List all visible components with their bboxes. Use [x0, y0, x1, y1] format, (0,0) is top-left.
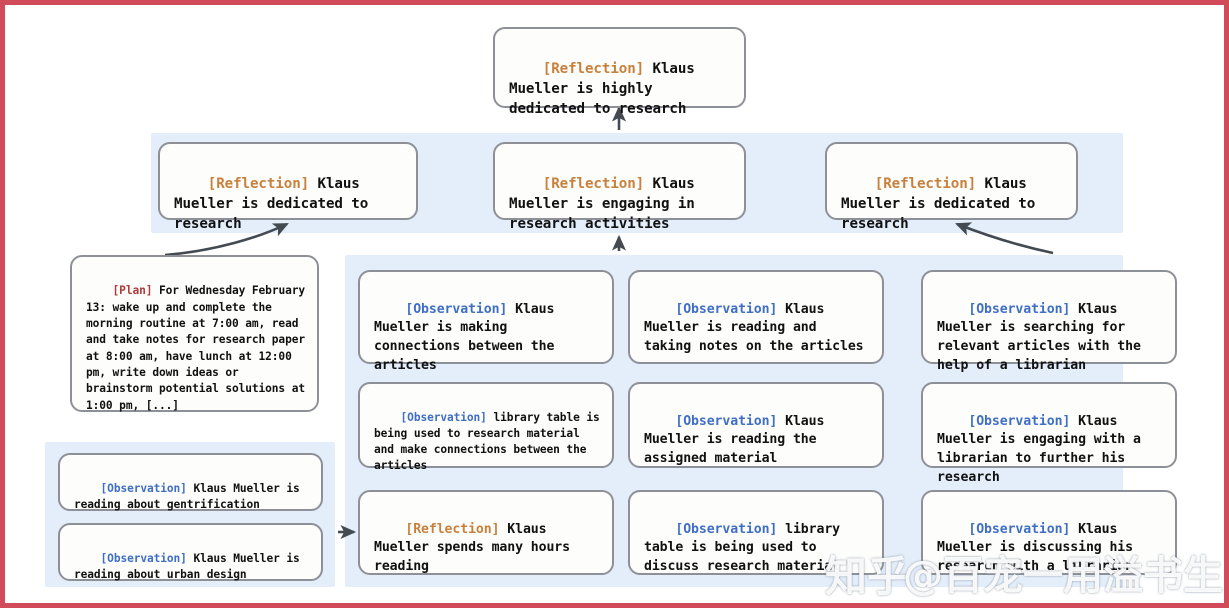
node-text: Klaus Mueller is making connections betw… [374, 301, 563, 373]
node-text: Klaus Mueller is dedicated to research [841, 176, 1044, 233]
tag-reflection: [Reflection] [207, 176, 310, 193]
tag-reflection: [Reflection] [542, 176, 645, 193]
node-text: Klaus Mueller is reading about urban des… [74, 551, 307, 581]
tag-plan: [Plan] [112, 284, 153, 298]
node-column-b-1[interactable]: [Observation] Klaus Mueller is reading a… [628, 270, 884, 364]
tag-observation: [Observation] [100, 481, 187, 495]
node-column-b-3[interactable]: [Observation] library table is being use… [628, 490, 884, 575]
node-column-a-3[interactable]: [Reflection] Klaus Mueller spends many h… [358, 490, 614, 575]
tag-observation: [Observation] [400, 410, 487, 424]
node-left-observation-2[interactable]: [Observation] Klaus Mueller is reading a… [58, 523, 323, 581]
tag-reflection: [Reflection] [874, 176, 977, 193]
node-text: Klaus Mueller is dedicated to research [174, 176, 377, 233]
node-text: Klaus Mueller is engaging with a librari… [937, 413, 1149, 485]
tag-observation: [Observation] [675, 301, 778, 317]
node-column-a-1[interactable]: [Observation] Klaus Mueller is making co… [358, 270, 614, 373]
node-column-c-1[interactable]: [Observation] Klaus Mueller is searching… [921, 270, 1177, 373]
tag-observation: [Observation] [968, 301, 1071, 317]
node-left-observation-1[interactable]: [Observation] Klaus Mueller is reading a… [58, 453, 323, 511]
tag-observation: [Observation] [100, 551, 187, 565]
tag-observation: [Observation] [968, 521, 1071, 537]
node-text: For Wednesday February 13: wake up and c… [86, 284, 312, 412]
node-text: Klaus Mueller is discussing his research… [937, 521, 1141, 575]
node-column-c-2[interactable]: [Observation] Klaus Mueller is engaging … [921, 382, 1177, 485]
node-text: library table is being used to research … [374, 410, 607, 472]
tag-observation: [Observation] [675, 521, 778, 537]
node-column-b-2[interactable]: [Observation] Klaus Mueller is reading t… [628, 382, 884, 468]
node-column-c-3[interactable]: [Observation] Klaus Mueller is discussin… [921, 490, 1177, 575]
node-text: Klaus Mueller spends many hours reading [374, 521, 578, 575]
node-text: Klaus Mueller is highly dedicated to res… [509, 61, 704, 118]
node-reflection-center[interactable]: [Reflection] Klaus Mueller is engaging i… [493, 142, 746, 232]
node-text: Klaus Mueller is reading the assigned ma… [644, 413, 833, 467]
node-text: Klaus Mueller is engaging in research ac… [509, 176, 704, 233]
tag-observation: [Observation] [675, 413, 778, 429]
node-root-reflection[interactable]: [Reflection] Klaus Mueller is highly ded… [493, 27, 746, 117]
node-text: Klaus Mueller is reading about gentrific… [74, 481, 307, 511]
node-reflection-left[interactable]: [Reflection] Klaus Mueller is dedicated … [158, 142, 418, 232]
tag-observation: [Observation] [405, 301, 508, 317]
node-reflection-right[interactable]: [Reflection] Klaus Mueller is dedicated … [825, 142, 1078, 232]
tag-reflection: [Reflection] [542, 61, 645, 78]
node-text: Klaus Mueller is reading and taking note… [644, 301, 864, 355]
tag-reflection: [Reflection] [405, 521, 500, 537]
node-plan[interactable]: [Plan] For Wednesday February 13: wake u… [70, 255, 319, 412]
node-column-a-2[interactable]: [Observation] library table is being use… [358, 382, 614, 472]
node-text: Klaus Mueller is searching for relevant … [937, 301, 1149, 373]
node-text: library table is being used to discuss r… [644, 521, 848, 575]
tag-observation: [Observation] [968, 413, 1071, 429]
